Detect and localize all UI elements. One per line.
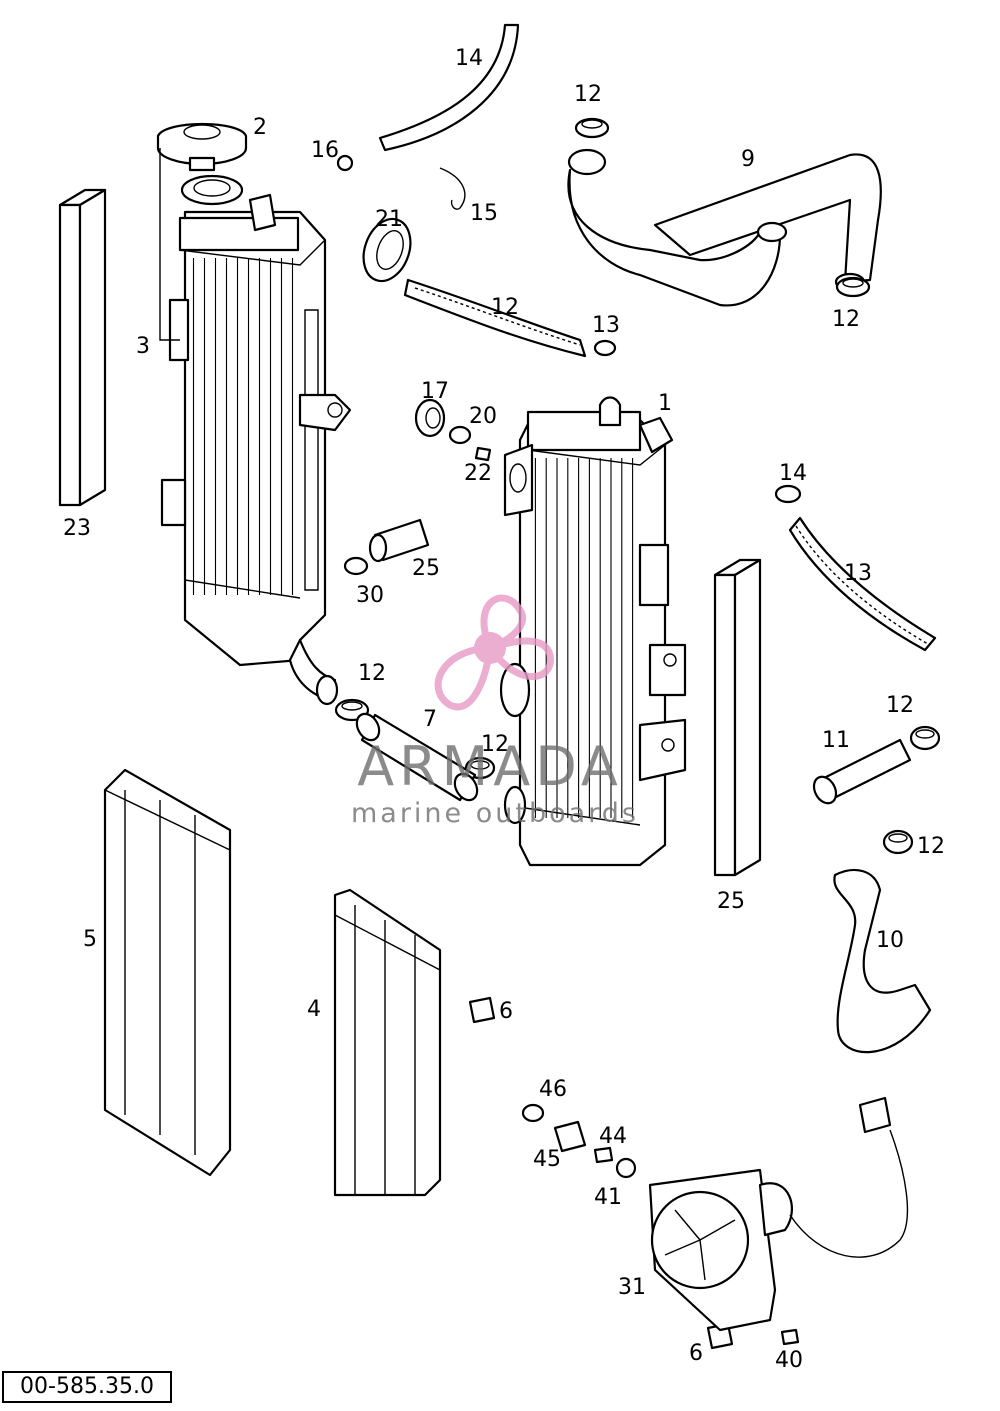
callout-label: 6 [499, 999, 513, 1024]
callout-label: 12 [917, 834, 945, 859]
radiator-guard-right [333, 888, 442, 1197]
callout-label: 12 [491, 295, 519, 320]
small-hose-upper [403, 278, 587, 358]
callout-label: 45 [533, 1147, 561, 1172]
callout-label: 12 [832, 307, 860, 332]
callout-labels: 1 2 3 4 5 6 6 7 9 10 11 12 12 12 12 12 1… [63, 46, 945, 1373]
callout-label: 14 [779, 461, 807, 486]
watermark-brand: ARMADA [357, 735, 623, 798]
callout-label: 4 [307, 997, 321, 1022]
callout-label: 5 [83, 927, 97, 952]
callout-label: 14 [455, 46, 483, 71]
callout-label: 12 [481, 732, 509, 757]
watermark-propeller-blade [480, 594, 527, 653]
mount-parts [414, 398, 492, 462]
y-hose [567, 148, 882, 307]
callout-label: 30 [356, 583, 384, 608]
callout-label: 22 [464, 461, 492, 486]
callout-label: 7 [423, 707, 437, 732]
small-clamp [593, 339, 802, 504]
callout-label: 16 [311, 138, 339, 163]
right-radiator [499, 396, 687, 867]
callout-label: 13 [592, 313, 620, 338]
callout-label: 44 [599, 1124, 627, 1149]
callout-label: 11 [822, 728, 850, 753]
callout-label: 12 [574, 82, 602, 107]
callout-label: 25 [412, 556, 440, 581]
cooling-fan [648, 1096, 909, 1332]
radiator-cap [156, 122, 248, 341]
callout-label: 40 [775, 1348, 803, 1373]
nut-clip [468, 996, 496, 1024]
watermark-propeller-blade [484, 637, 554, 681]
callout-label: 2 [253, 115, 267, 140]
watermark-tagline: marine outboards [351, 798, 639, 829]
callout-label: 21 [375, 207, 403, 232]
breather-hose [378, 23, 520, 152]
callout-label: 25 [717, 889, 745, 914]
curved-hose [833, 868, 932, 1054]
callout-label: 12 [358, 661, 386, 686]
wire-clip [439, 167, 466, 210]
callout-label: 23 [63, 516, 91, 541]
callout-label: 10 [876, 928, 904, 953]
left-radiator [160, 174, 352, 706]
watermark-logo: ARMADA marine outboards [351, 594, 639, 829]
fan-mount-parts [521, 1103, 800, 1346]
small-hose-right [788, 516, 937, 652]
straight-hose [355, 712, 479, 802]
callout-label: 1 [658, 391, 672, 416]
callout-label: 15 [470, 201, 498, 226]
callout-label: 13 [844, 561, 872, 586]
callout-label: 46 [539, 1077, 567, 1102]
watermark-propeller-blade [434, 644, 495, 711]
diagram-reference-number: 00-585.35.0 [2, 1371, 172, 1403]
callout-label: 12 [886, 693, 914, 718]
callout-label: 9 [741, 147, 755, 172]
foam-strip-left [58, 188, 107, 507]
small-clip [336, 154, 354, 172]
callout-label: 31 [618, 1275, 646, 1300]
callout-label: 41 [594, 1185, 622, 1210]
grommet [362, 217, 412, 283]
radiator-guard-left [103, 768, 232, 1177]
straight-hose-right [812, 738, 912, 805]
callout-label: 20 [469, 404, 497, 429]
temp-sensor [343, 518, 430, 576]
foam-strip-right [713, 558, 762, 877]
callout-label: 6 [689, 1341, 703, 1366]
callout-label: 3 [136, 334, 150, 359]
callout-label: 17 [421, 379, 449, 404]
